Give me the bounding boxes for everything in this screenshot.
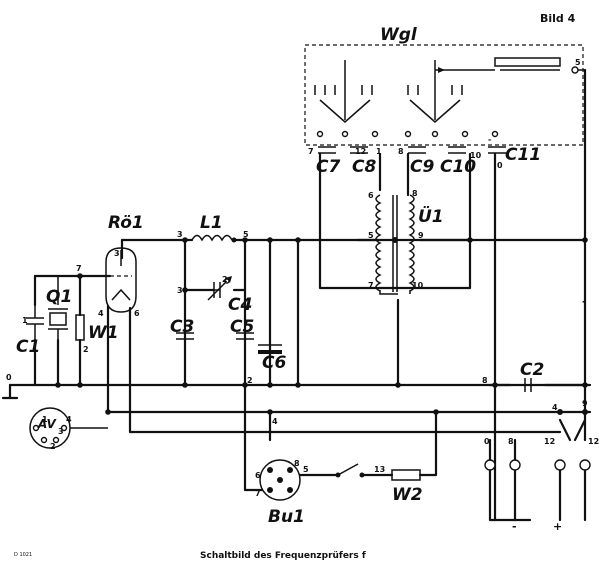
pin-c1-1: 1 xyxy=(22,316,28,325)
label-c10: C10 xyxy=(440,157,476,177)
capacitor-c10 xyxy=(448,146,466,154)
label-c5: C5 xyxy=(230,317,254,337)
pin-c10-10: 10 xyxy=(470,151,482,160)
resistor-w2 xyxy=(391,469,421,481)
pin-bu-4: 4 xyxy=(272,417,278,426)
pin-out-0: 0 xyxy=(484,437,490,446)
label-c1: C1 xyxy=(16,337,40,357)
pin-c8-1: 1 xyxy=(376,147,382,156)
pin-av-2: 2 xyxy=(50,442,56,451)
wiring xyxy=(1,68,592,522)
capacitor-c5 xyxy=(236,332,254,340)
pin-out-12a: 12 xyxy=(544,437,555,446)
label-c7: C7 xyxy=(316,157,340,177)
pin-u-6: 6 xyxy=(368,191,374,200)
output-terminals xyxy=(484,409,591,471)
label-av: AV xyxy=(37,417,57,431)
av-socket xyxy=(29,407,108,449)
wgl-switch-group xyxy=(304,44,585,146)
capacitor-c9 xyxy=(408,146,426,154)
label-c3: C3 xyxy=(170,317,194,337)
pin-bu-7: 7 xyxy=(255,489,261,498)
label-w1: W1 xyxy=(88,323,119,343)
pin-l1-5: 5 xyxy=(243,230,249,239)
pin-tube-3: 3 xyxy=(114,249,120,258)
pin-bu-8: 8 xyxy=(294,459,300,468)
transformer-u1 xyxy=(375,194,415,295)
label-c8: C8 xyxy=(352,157,376,177)
coil-l1 xyxy=(191,234,237,243)
capacitor-c8 xyxy=(350,146,368,154)
switch-open xyxy=(335,463,365,478)
pin-wgl-5: 5 xyxy=(575,58,581,67)
polarity-plus-bottom: + xyxy=(553,520,562,533)
pin-tube-6: 6 xyxy=(134,309,140,318)
pin-w1-2: 2 xyxy=(83,345,89,354)
pin-av-1: 1 xyxy=(42,415,48,424)
capacitor-c3 xyxy=(176,332,194,340)
pin-c2-8: 8 xyxy=(482,376,488,385)
pin-l1-3: 3 xyxy=(177,230,183,239)
pin-u-10: 10 xyxy=(412,281,424,290)
socket-bu1 xyxy=(259,459,301,501)
pin-term-4: 4 xyxy=(552,403,558,412)
pin-c11-0: 0 xyxy=(497,161,503,170)
pin-out-12b: 12 xyxy=(588,437,599,446)
pin-c9-8: 8 xyxy=(398,147,404,156)
tube-ro1 xyxy=(105,247,137,313)
capacitor-c7 xyxy=(318,146,336,154)
pin-u-9: 9 xyxy=(418,231,424,240)
pin-bu-5: 5 xyxy=(303,465,309,474)
pin-c4-3: 3 xyxy=(177,286,183,295)
capacitor-c6 xyxy=(258,344,282,354)
pin-c4-2: 2 xyxy=(222,275,228,284)
pin-u-8: 8 xyxy=(412,189,418,198)
pin-wgl-12: 12 xyxy=(355,147,366,156)
pin-u-5: 5 xyxy=(368,231,374,240)
pin-u-7: 7 xyxy=(368,281,374,290)
junction-dots xyxy=(55,237,588,415)
caption-code: D 1021 xyxy=(14,552,32,558)
pin-av-3: 3 xyxy=(58,427,64,436)
label-c9: C9 xyxy=(410,157,434,177)
polarity-minus-top: - xyxy=(488,135,491,144)
capacitor-c2 xyxy=(524,378,532,392)
figure-label: Bild 4 xyxy=(540,12,576,25)
capacitor-c4 xyxy=(207,276,232,301)
label-ro1: Rö1 xyxy=(108,213,144,233)
pin-out-8: 8 xyxy=(508,437,514,446)
capacitor-c11 xyxy=(488,146,506,154)
label-q1: Q1 xyxy=(46,287,72,307)
pin-term-9: 9 xyxy=(582,399,588,408)
pin-bu-6: 6 xyxy=(255,471,261,480)
label-c4: C4 xyxy=(228,295,252,315)
label-wgl: Wgl xyxy=(380,25,418,45)
pin-w2-13: 13 xyxy=(374,465,385,474)
caption-title: Schaltbild des Frequenzprüfers f xyxy=(200,551,366,561)
pin-c7-7: 7 xyxy=(308,147,314,156)
pin-bus-2: 2 xyxy=(247,376,253,385)
pin-7: 7 xyxy=(76,264,82,273)
label-c6: C6 xyxy=(262,353,286,373)
pin-av-4: 4 xyxy=(66,415,72,424)
capacitor-c1 xyxy=(26,305,44,340)
label-u1: Ü1 xyxy=(418,205,444,227)
polarity-minus-bottom: - xyxy=(512,520,517,533)
pin-tube-4: 4 xyxy=(98,309,104,318)
resistor-w1 xyxy=(75,314,85,341)
label-c2: C2 xyxy=(520,360,544,380)
label-w2: W2 xyxy=(392,485,423,505)
label-bu1: Bu1 xyxy=(268,507,305,527)
polarity-plus-right: - xyxy=(582,295,587,308)
crystal-q1 xyxy=(48,276,68,340)
label-c11: C11 xyxy=(505,145,541,165)
label-l1: L1 xyxy=(200,213,223,233)
pin-gnd-0: 0 xyxy=(6,373,12,382)
